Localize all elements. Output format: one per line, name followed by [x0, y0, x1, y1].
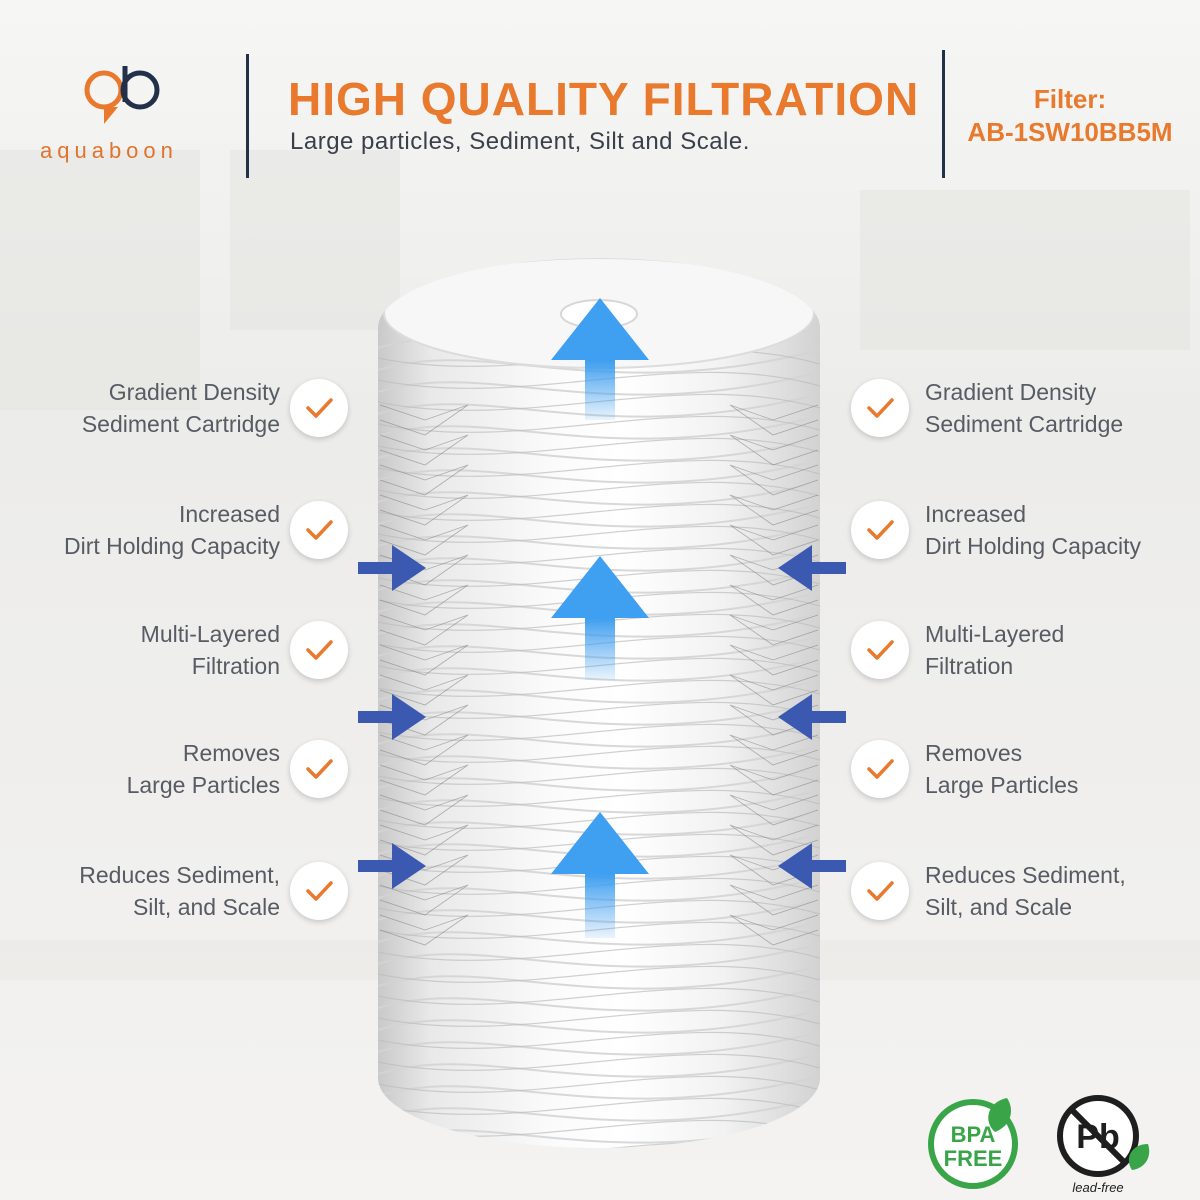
check-icon [851, 862, 909, 920]
string-wound-texture [378, 258, 820, 1148]
check-icon [290, 379, 348, 437]
check-icon [290, 501, 348, 559]
feature-text: Reduces Sediment,Silt, and Scale [79, 862, 280, 920]
bpa-free-badge: BPA FREE [928, 1098, 1018, 1189]
leaf-icon [1128, 1144, 1150, 1170]
header: aquaboon HIGH QUALITY FILTRATION Large p… [0, 0, 1200, 200]
background-cabinet [0, 150, 200, 410]
page-title: HIGH QUALITY FILTRATION [288, 73, 920, 125]
check-icon [290, 621, 348, 679]
check-icon [851, 501, 909, 559]
filter-label: Filter: [1033, 84, 1107, 114]
feature-text: Reduces Sediment,Silt, and Scale [925, 862, 1126, 920]
check-icon [851, 740, 909, 798]
background-cabinet [860, 190, 1190, 350]
check-icon [290, 862, 348, 920]
filter-cartridge-image [378, 258, 820, 1148]
bpa-label: BPA [951, 1122, 996, 1147]
header-divider-left [246, 54, 249, 178]
filter-model: AB-1SW10BB5M [967, 117, 1173, 147]
check-icon [290, 740, 348, 798]
header-divider-right [942, 50, 945, 178]
check-icon [851, 379, 909, 437]
feature-left: Reduces Sediment,Silt, and Scale [0, 859, 374, 929]
feature-right: Reduces Sediment,Silt, and Scale [851, 859, 1196, 929]
page-subtitle: Large particles, Sediment, Silt and Scal… [290, 128, 750, 155]
check-icon [851, 621, 909, 679]
background-cabinet [230, 150, 400, 330]
brand-name: aquaboon [40, 138, 178, 163]
lead-free-badge: Pb lead-free [1057, 1095, 1150, 1195]
leaf-icon [988, 1098, 1011, 1132]
lead-free-caption: lead-free [1072, 1180, 1123, 1195]
brand-logo [84, 66, 160, 124]
free-label: FREE [944, 1146, 1003, 1171]
